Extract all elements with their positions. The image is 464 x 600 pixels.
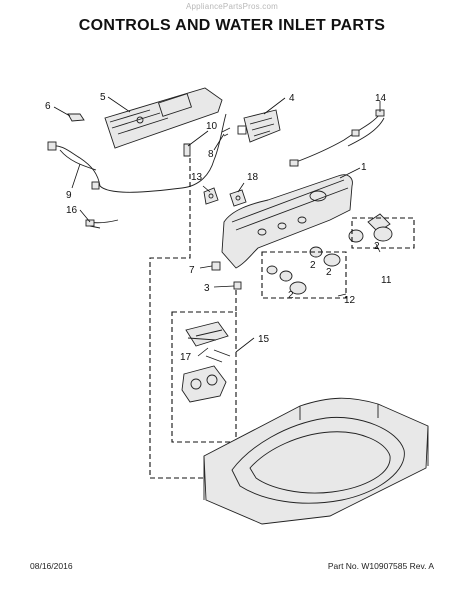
callout-14: 14	[375, 93, 387, 104]
callout-2-d: 2	[310, 260, 316, 271]
page-title: CONTROLS AND WATER INLET PARTS	[78, 17, 386, 34]
footer-date: 08/16/2016	[30, 561, 73, 571]
cabinet-top	[203, 397, 429, 525]
callout-13: 13	[191, 172, 203, 183]
switch-13	[203, 187, 219, 205]
callout-4: 4	[289, 93, 295, 104]
dashed-box-knobs-12	[261, 251, 347, 299]
callout-17: 17	[180, 352, 192, 363]
callout-5: 5	[100, 92, 106, 103]
callout-9: 9	[66, 190, 72, 201]
screw-10	[183, 143, 191, 157]
callout-16: 16	[66, 205, 78, 216]
footer-part-number: Part No. W10907585 Rev. A	[327, 561, 434, 571]
callout-15: 15	[258, 334, 270, 345]
wire-harness-14	[289, 109, 385, 167]
wire-harness	[47, 113, 227, 193]
knob-12-b	[266, 265, 307, 295]
callout-12: 12	[344, 295, 356, 306]
callout-2-c: 2	[288, 290, 294, 301]
callout-7: 7	[189, 265, 195, 276]
callout-1: 1	[361, 162, 367, 173]
switch-18	[229, 189, 247, 207]
cord-sensor	[85, 219, 119, 229]
water-valve-assembly	[181, 321, 231, 403]
knob-11-b	[348, 229, 364, 243]
callout-2-a: 2	[374, 241, 380, 252]
callout-18: 18	[247, 172, 259, 183]
console-back-panel	[104, 87, 223, 149]
control-board	[237, 109, 281, 143]
watermark: AppliancePartsPros.com	[186, 2, 278, 11]
screw-8	[221, 127, 231, 137]
wire-clip	[67, 113, 85, 122]
callout-8: 8	[208, 149, 214, 160]
control-console	[221, 174, 353, 269]
callout-2-b: 2	[326, 267, 332, 278]
clip-3	[233, 281, 242, 290]
clip-7	[211, 261, 221, 271]
callout-10: 10	[206, 121, 218, 132]
dashed-box-knobs-11	[351, 217, 415, 249]
callout-3: 3	[204, 283, 210, 294]
leader-lines	[53, 96, 381, 357]
dashed-line-main	[149, 158, 204, 479]
callout-11: 11	[381, 275, 392, 286]
callout-6: 6	[45, 101, 51, 112]
